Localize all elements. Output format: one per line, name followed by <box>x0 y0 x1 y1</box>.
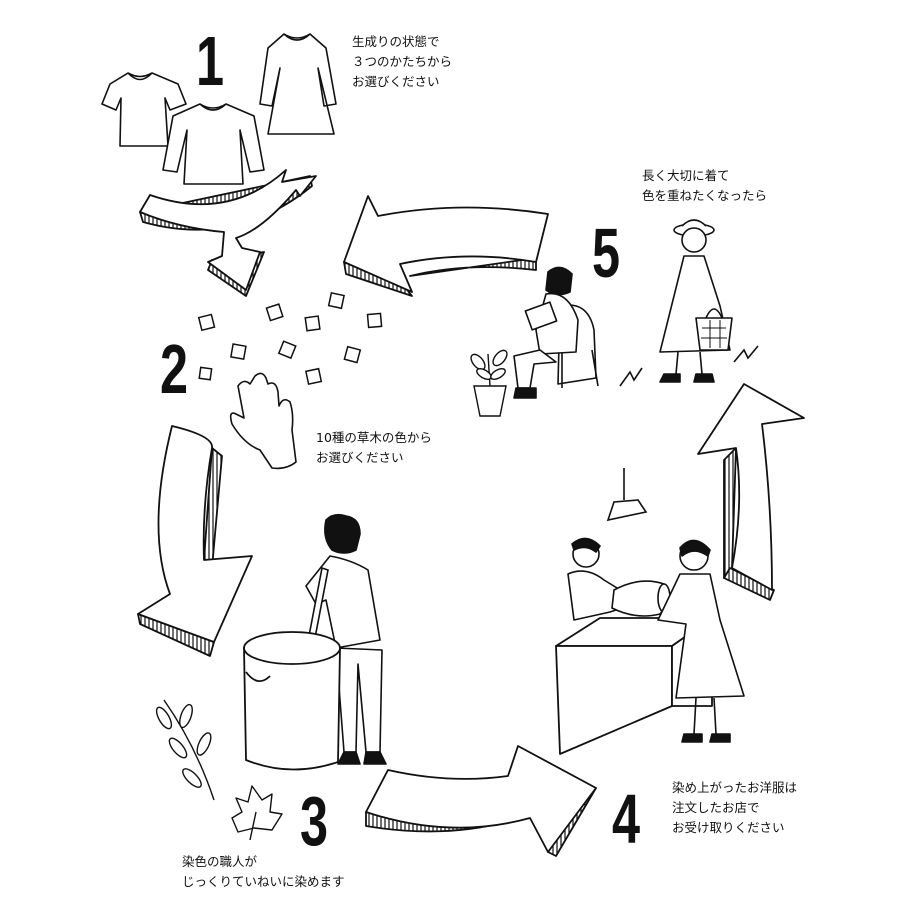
step-4-caption: 染め上がったお洋服は 注文したお店で お受け取りください <box>672 778 797 838</box>
step-1-caption-line: お選びください <box>352 74 440 89</box>
step-4-number: 4 <box>612 780 641 858</box>
arrow-up-icon <box>697 383 805 601</box>
long-sleeve-top-icon <box>162 103 265 185</box>
woman-with-basket-icon <box>659 219 733 383</box>
leaf-branch-icon <box>155 699 215 801</box>
hand-icon <box>229 372 297 470</box>
step-1-number: 1 <box>196 22 225 100</box>
maple-leaf-icon <box>231 785 283 841</box>
split-arrow-icon <box>139 169 317 297</box>
step-4-caption-line: お受け取りください <box>672 820 785 835</box>
step-3-caption-line: 染色の職人が <box>182 854 258 869</box>
potted-plant-icon <box>470 349 508 417</box>
step-5-number: 5 <box>592 214 621 292</box>
step-1-caption: 生成りの状態で ３つのかたちから お選びください <box>352 32 452 92</box>
step-2-number: 2 <box>160 330 189 408</box>
step-4-caption-line: 注文したお店で <box>672 800 760 815</box>
step-1-caption-line: 生成りの状態で <box>352 34 440 49</box>
step-1-caption-line: ３つのかたちから <box>352 54 453 69</box>
garment-bundle-icon <box>611 580 671 617</box>
step-2-caption: 10種の草木の色から お選びください <box>316 428 432 468</box>
step-2-caption-line: 10種の草木の色から <box>316 430 432 445</box>
seated-person-icon <box>513 266 599 399</box>
arrow-down-left-icon <box>137 425 253 657</box>
pendant-lamp-icon <box>606 468 648 522</box>
color-swatch-icons <box>197 291 383 385</box>
grass-icon <box>619 345 759 387</box>
step-5-caption: 長く大切に着て 色を重ねたくなったら <box>642 166 767 206</box>
customer-icon <box>657 539 745 743</box>
step-4-caption-line: 染め上がったお洋服は <box>672 780 798 795</box>
dress-icon <box>259 33 337 135</box>
arrow-left-icon <box>343 195 549 297</box>
step-2-caption-line: お選びください <box>316 450 404 465</box>
step-5-caption-line: 色を重ねたくなったら <box>642 188 768 203</box>
step-3-caption: 染色の職人が じっくりていねいに染めます <box>182 852 345 892</box>
step-3-caption-line: じっくりていねいに染めます <box>182 874 345 889</box>
step-5-caption-line: 長く大切に着て <box>642 168 730 183</box>
arrow-right-icon <box>365 745 597 857</box>
step-3-number: 3 <box>300 782 329 860</box>
tshirt-icon <box>101 72 187 147</box>
dye-pot-icon <box>243 631 341 771</box>
